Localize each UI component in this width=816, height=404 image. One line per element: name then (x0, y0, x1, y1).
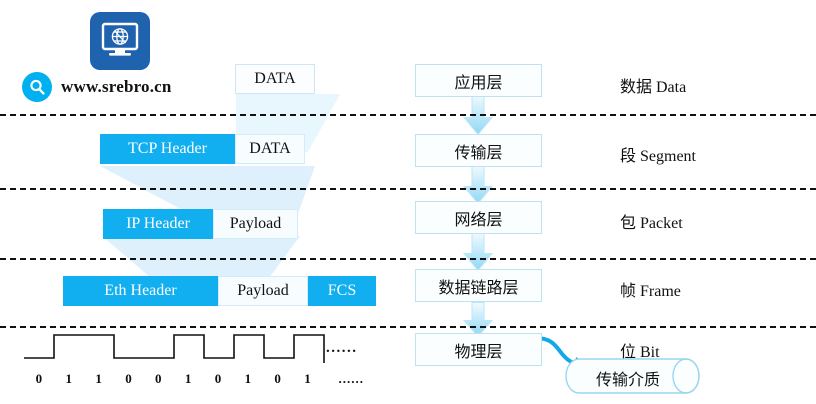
bit-value: 1 (304, 371, 311, 386)
layer-box-application[interactable]: 应用层 (415, 64, 542, 97)
funnel-segment-to-packet (100, 166, 315, 222)
bit-string: 0 1 1 0 0 1 0 1 0 1 ...... (24, 370, 364, 388)
bit-value: 1 (95, 371, 102, 386)
brand: www.srebro.cn (22, 72, 172, 102)
bit-value: 1 (65, 371, 73, 386)
pdu-segment-ip-header: IP Header (103, 209, 213, 239)
pdu-segment-eth-header: Eth Header (63, 276, 218, 306)
pdu-segment-data: DATA (235, 64, 315, 94)
magnifier-icon (22, 72, 52, 102)
bits-ellipsis: ...... (338, 371, 364, 386)
pdu-row-application: DATA (235, 64, 315, 94)
pdu-segment-ip-payload: Payload (213, 209, 298, 239)
site-url: www.srebro.cn (61, 77, 172, 96)
layer-box-network[interactable]: 网络层 (415, 201, 542, 234)
separator-datalink-physical (0, 326, 816, 328)
bit-value: 0 (35, 371, 43, 386)
transmission-medium-label: 传输介质 (595, 372, 660, 389)
layer-box-datalink[interactable]: 数据链路层 (415, 269, 542, 302)
pdu-label-packet: 包 Packet (620, 215, 683, 232)
layer-box-transport[interactable]: 传输层 (415, 134, 542, 167)
pdu-segment-fcs: FCS (308, 276, 376, 306)
layer-box-physical[interactable]: 物理层 (415, 333, 542, 366)
monitor-globe-icon (90, 12, 150, 70)
site-logo (90, 12, 150, 70)
pdu-segment-tcp-data: DATA (235, 134, 305, 164)
pdu-row-datalink: Eth Header Payload FCS (63, 276, 376, 306)
pdu-row-transport: TCP Header DATA (100, 134, 305, 164)
bit-value: 1 (184, 371, 192, 386)
arrow-down-transport-network (462, 165, 494, 205)
separator-network-datalink (0, 258, 816, 260)
pdu-row-network: IP Header Payload (103, 209, 298, 239)
bit-value: 0 (125, 371, 132, 386)
pdu-label-data: 数据 Data (620, 79, 687, 96)
bit-waveform (24, 334, 325, 363)
arrow-down-datalink-physical (462, 302, 494, 338)
waveform-ellipsis: ...... (326, 340, 358, 356)
pdu-segment-tcp-header: TCP Header (100, 134, 235, 164)
bit-value: 0 (155, 371, 162, 386)
transmission-medium-shape (565, 358, 700, 394)
separator-app-transport (0, 114, 816, 116)
separator-transport-network (0, 188, 816, 190)
arrow-down-network-datalink (462, 232, 494, 272)
bit-value: 1 (244, 371, 252, 386)
pdu-segment-eth-payload: Payload (218, 276, 308, 306)
pdu-label-segment: 段 Segment (620, 148, 696, 165)
bit-value: 0 (274, 371, 281, 386)
pdu-label-frame: 帧 Frame (620, 283, 681, 300)
pdu-label-bit: 位 Bit (620, 344, 660, 361)
bit-value: 0 (214, 371, 222, 386)
